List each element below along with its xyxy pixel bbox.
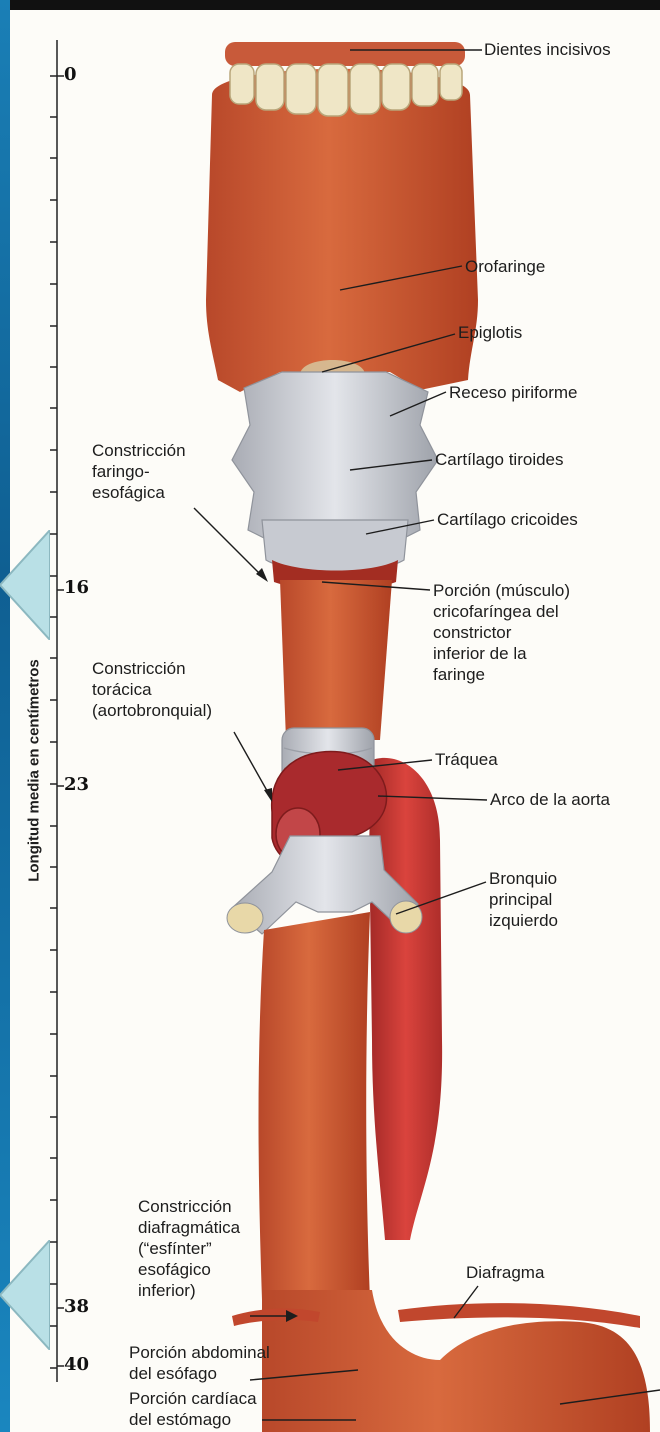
chevron-decoration-upper: [0, 530, 50, 640]
label-line: faringo-: [92, 461, 186, 482]
label-line: inferior): [138, 1280, 240, 1301]
tick-23: 23: [64, 774, 89, 795]
tick-0: 0: [64, 64, 77, 85]
chevron-decoration-lower: [0, 1240, 50, 1350]
label-epiglotis: Epiglotis: [458, 322, 522, 343]
label-cricofaringea: Porción (músculo) cricofaríngea del cons…: [433, 580, 570, 685]
label-line: izquierdo: [489, 910, 558, 931]
label-line: esofágico: [138, 1259, 240, 1280]
tick-40: 40: [64, 1354, 89, 1375]
label-line: cricofaríngea del: [433, 601, 570, 622]
label-orofaringe: Orofaringe: [465, 256, 545, 277]
label-line: faringe: [433, 664, 570, 685]
label-constriccion-diafragmatica: Constricción diafragmática (“esfínter” e…: [138, 1196, 240, 1301]
tick-16: 16: [64, 577, 89, 598]
label-traquea: Tráquea: [435, 749, 498, 770]
label-line: principal: [489, 889, 558, 910]
label-porcion-abdominal: Porción abdominal del esófago: [129, 1342, 270, 1384]
label-constriccion-faringo: Constricción faringo- esofágica: [92, 440, 186, 503]
scale-ruler: [50, 40, 64, 1382]
label-cartilago-tiroides: Cartílago tiroides: [435, 449, 564, 470]
label-line: Porción (músculo): [433, 580, 570, 601]
esophagus-lower: [259, 912, 371, 1300]
scale-axis-label: Longitud media en centímetros: [26, 651, 43, 891]
label-line: Porción abdominal: [129, 1342, 270, 1363]
gum-band: [225, 42, 465, 66]
label-arco-aorta: Arco de la aorta: [490, 789, 610, 810]
oral-pharynx-sac: [206, 69, 478, 392]
cricoid-cartilage: [262, 520, 408, 571]
tick-38: 38: [64, 1296, 89, 1317]
label-line: constrictor: [433, 622, 570, 643]
label-line: diafragmática: [138, 1217, 240, 1238]
label-line: del esófago: [129, 1363, 270, 1384]
label-line: esofágica: [92, 482, 186, 503]
label-line: (aortobronquial): [92, 700, 212, 721]
thyroid-cartilage: [232, 372, 438, 540]
label-line: Porción cardíaca: [129, 1388, 257, 1409]
label-line: del estómago: [129, 1409, 257, 1430]
label-line: Constricción: [138, 1196, 240, 1217]
label-line: inferior de la: [433, 643, 570, 664]
label-dientes-incisivos: Dientes incisivos: [484, 39, 611, 60]
label-line: (“esfínter”: [138, 1238, 240, 1259]
label-line: Bronquio: [489, 868, 558, 889]
label-cartilago-cricoides: Cartílago cricoides: [437, 509, 578, 530]
label-bronquio: Bronquio principal izquierdo: [489, 868, 558, 931]
esophagus-upper: [280, 580, 392, 740]
label-constriccion-toracica: Constricción torácica (aortobronquial): [92, 658, 212, 721]
label-porcion-cardiaca: Porción cardíaca del estómago: [129, 1388, 257, 1430]
label-line: torácica: [92, 679, 212, 700]
aortic-arch-descending: [369, 758, 442, 1240]
label-line: Constricción: [92, 440, 186, 461]
label-line: Constricción: [92, 658, 212, 679]
right-bronchus-end: [227, 903, 263, 933]
label-diafragma: Diafragma: [466, 1262, 544, 1283]
label-receso-piriforme: Receso piriforme: [449, 382, 578, 403]
